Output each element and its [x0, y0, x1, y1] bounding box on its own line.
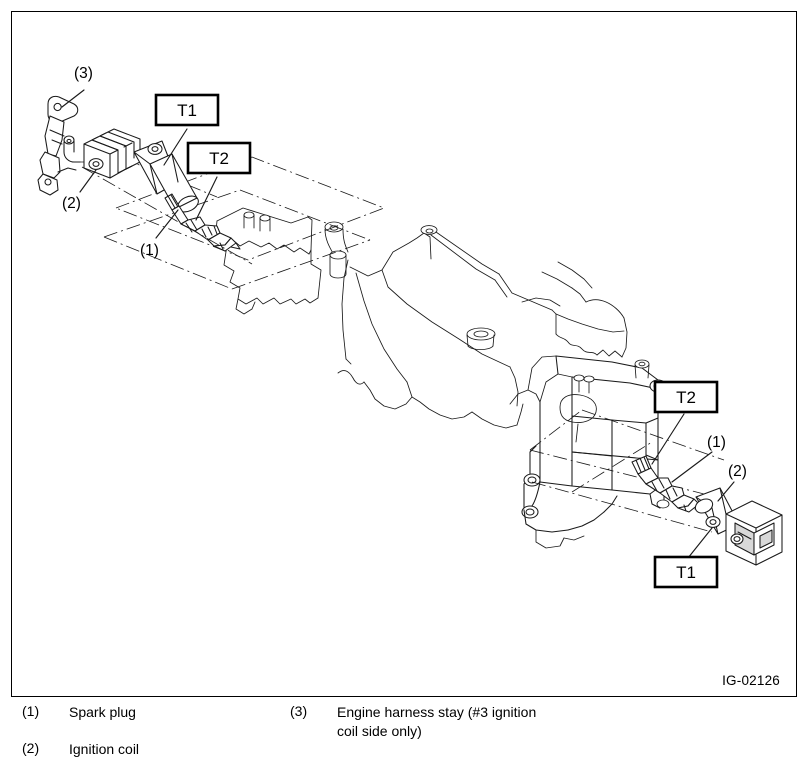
legend-label: Engine harness stay (#3 ignition coil si…	[337, 704, 537, 739]
figure-id-label: IG-02126	[722, 673, 780, 688]
callout-3-upper: (3)	[74, 65, 93, 82]
torque-label: T1	[177, 101, 197, 120]
legend-label: Spark plug	[69, 704, 136, 720]
torque-mark-t1-lower: T1	[653, 555, 719, 589]
callout-1-lower: (1)	[707, 434, 726, 451]
callout-2-upper: (2)	[62, 195, 81, 212]
ignition-coil-upper	[83, 128, 199, 213]
ignition-assembly-drawing: (3) (2) (1) (1) (2) T1 T2 T2 T1	[37, 65, 783, 589]
engine-block-illustration	[214, 207, 628, 429]
cylinder-head-cover-lower	[509, 355, 670, 549]
legend-column-left: (1) Spark plug (2) Ignition coil	[22, 703, 272, 770]
legend-number: (2)	[22, 740, 40, 756]
torque-label: T1	[676, 563, 696, 582]
legend-item: (3) Engine harness stay (#3 ignition coi…	[290, 703, 620, 741]
legend-column-right: (3) Engine harness stay (#3 ignition coi…	[290, 703, 620, 752]
engine-harness-stay	[37, 95, 81, 196]
torque-mark-t2-lower: T2	[653, 380, 719, 414]
ignition-coil-lower	[694, 487, 783, 566]
spark-plug-lower	[631, 455, 705, 513]
legend-label: Ignition coil	[69, 741, 140, 757]
callout-1-upper: (1)	[140, 242, 159, 259]
legend-item: (1) Spark plug	[22, 703, 272, 722]
callout-labels: (3) (2) (1) (1) (2)	[62, 65, 747, 480]
legend-item: (2) Ignition coil	[22, 740, 272, 759]
lower-installation-centerline	[529, 409, 725, 533]
torque-mark-t1-upper: T1	[154, 93, 220, 127]
torque-label: T2	[209, 149, 229, 168]
torque-label: T2	[676, 388, 696, 407]
upper-axis-line	[81, 166, 253, 265]
leader-lines	[61, 89, 735, 559]
torque-mark-t2-upper: T2	[186, 141, 252, 175]
legend-number: (1)	[22, 703, 40, 719]
legend-number: (3)	[290, 703, 308, 719]
callout-2-lower: (2)	[728, 463, 747, 480]
figure-frame: (3) (2) (1) (1) (2) T1 T2 T2 T1	[11, 11, 797, 697]
